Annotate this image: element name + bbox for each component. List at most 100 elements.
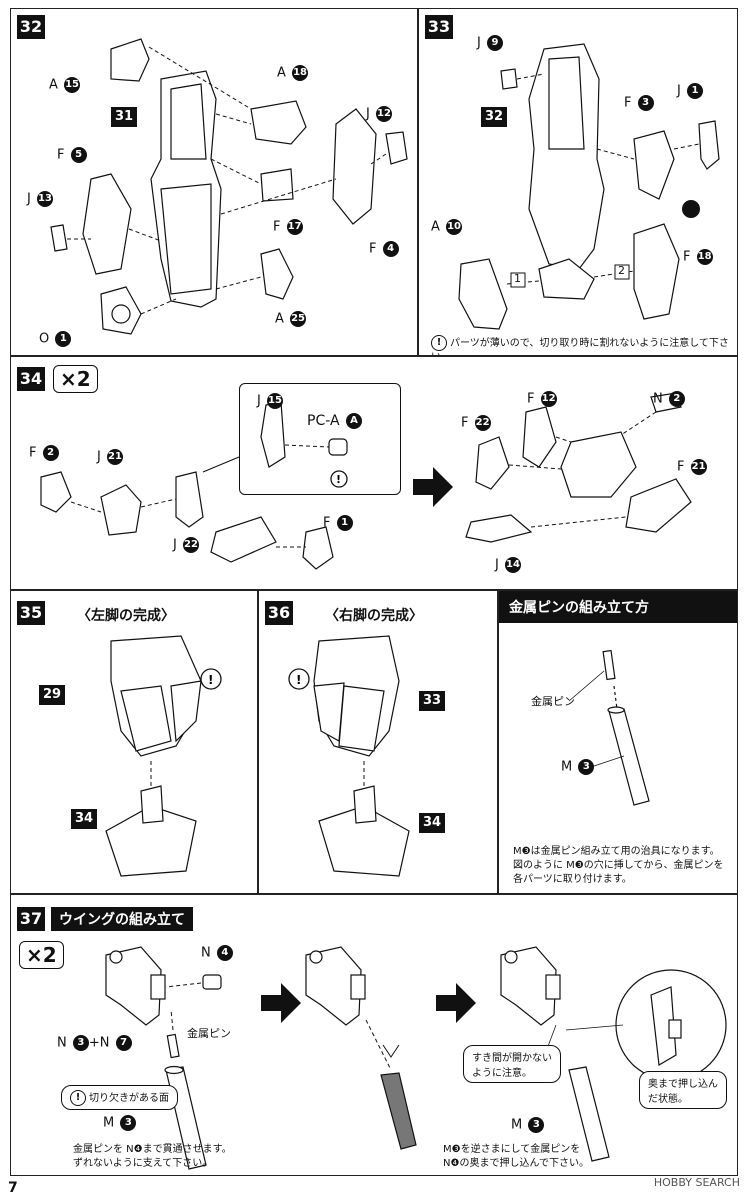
caution-icon: ! xyxy=(70,1090,86,1106)
part-letter: A xyxy=(277,65,286,81)
label-j1: J 1 xyxy=(677,83,703,99)
order-2: 2 xyxy=(618,264,625,277)
part-letter: J xyxy=(366,106,370,122)
part-letter: J xyxy=(173,537,177,553)
step-36-diagram: ! xyxy=(288,635,410,877)
label-m3: M 3 xyxy=(103,1115,137,1131)
part-letter: F xyxy=(57,147,65,163)
part-letter: F xyxy=(369,241,377,257)
note-line: M❸は金属ピン組み立て用の治具になります。 xyxy=(513,846,720,857)
part-letter: +N xyxy=(88,1035,110,1051)
label-a15: A 15 xyxy=(49,77,81,93)
label-f3: F 3 xyxy=(624,95,654,111)
part-number: 21 xyxy=(106,449,123,465)
label-m3-right: M 3 xyxy=(511,1117,545,1133)
part-letter: J xyxy=(677,83,681,99)
part-number: 18 xyxy=(292,65,309,81)
part-letter: F xyxy=(624,95,632,111)
part-number: 13 xyxy=(36,191,53,207)
step-37-panel: 37 ウイングの組み立て ×2 xyxy=(10,894,738,1176)
part-number: 3 xyxy=(578,759,595,775)
part-number: 3 xyxy=(528,1117,545,1133)
label-f21: F 21 xyxy=(677,459,707,475)
cut-note-text: 切り欠きがある面 xyxy=(89,1093,169,1104)
note-line: 各パーツに取り付けます。 xyxy=(513,874,632,885)
label-a25: A 25 xyxy=(275,311,307,327)
step-title: 〈左脚の完成〉 xyxy=(77,608,175,624)
part-letter: A xyxy=(49,77,58,93)
part-number: 1 xyxy=(55,331,72,347)
step-32-panel: 32 xyxy=(10,8,418,356)
step-number: 32 xyxy=(17,15,45,39)
label-j14: J 14 xyxy=(495,557,521,573)
part-letter: J xyxy=(97,449,101,465)
part-letter: A xyxy=(431,219,440,235)
label-a10: A 10 xyxy=(431,219,463,235)
label-a18: A 18 xyxy=(277,65,309,81)
part-number: 15 xyxy=(266,393,283,409)
note-line: ずれないように支えて下さい。 xyxy=(73,1158,213,1169)
part-number: 10 xyxy=(446,219,463,235)
m-label: M 3 xyxy=(561,759,595,775)
label-f12: F 12 xyxy=(527,391,557,407)
order-1: 1 xyxy=(514,272,521,285)
part-number: 21 xyxy=(690,459,707,475)
step-35-panel: 35 〈左脚の完成〉 ! 29 34 xyxy=(10,590,258,894)
step-number: 37 xyxy=(17,907,45,931)
part-letter: PC-A xyxy=(307,413,340,429)
part-letter: M xyxy=(103,1115,115,1131)
part-number: 2 xyxy=(668,391,685,407)
pin-label: 金属ピン xyxy=(187,1027,231,1040)
part-letter: J xyxy=(495,557,499,573)
multiplier: ×2 xyxy=(19,941,64,969)
part-letter: J xyxy=(257,393,261,409)
note-line: 図のように M❸の穴に挿してから、金属ピンを xyxy=(513,860,724,871)
label-f22: F 22 xyxy=(461,415,491,431)
note-line: 金属ピンを N❹まで貫通させます。 xyxy=(73,1144,232,1155)
multiplier: ×2 xyxy=(53,365,98,393)
note-line: M❸を逆さまにして金属ピンを xyxy=(443,1144,581,1155)
svg-text:!: ! xyxy=(296,673,301,687)
step-33-diagram xyxy=(458,43,720,330)
step-number: 35 xyxy=(17,601,45,625)
part-number: 15 xyxy=(64,77,81,93)
step-33-panel: 33 1 2 32 J 9 F xyxy=(418,8,738,363)
label-j15: J 15 xyxy=(257,393,283,409)
metal-pin-diagram xyxy=(568,649,650,806)
part-number: 9 xyxy=(486,35,503,51)
note-line: だ状態。 xyxy=(648,1094,688,1105)
part-number: 7 xyxy=(115,1035,132,1051)
caution-icon: ! xyxy=(431,335,447,351)
label-f5: F 5 xyxy=(57,147,87,163)
label-j22: J 22 xyxy=(173,537,199,553)
detail-callout xyxy=(239,383,401,495)
label-j13: J 13 xyxy=(27,191,53,207)
part-number: 12 xyxy=(540,391,557,407)
metal-pin-panel: 金属ピンの組み立て方 金属ピン M 3 M❸は金属ピン組み立て用の治具になります… xyxy=(498,590,738,894)
step-32-diagram xyxy=(50,38,408,335)
part-number: 12 xyxy=(375,106,392,122)
part-letter: A xyxy=(275,311,284,327)
note-line: 奥まで押し込ん xyxy=(648,1079,718,1090)
label-j12: J 12 xyxy=(366,106,392,122)
part-letter: F xyxy=(273,219,281,235)
part-letter: F xyxy=(29,445,37,461)
note-line: すき間が開かない xyxy=(472,1053,552,1064)
step-34-diagram: ! xyxy=(40,392,692,570)
part-letter: F xyxy=(461,415,469,431)
step-36-panel: 36 〈右脚の完成〉 ! 33 34 xyxy=(258,590,498,894)
note-line: ように注意。 xyxy=(472,1068,532,1079)
svg-text:!: ! xyxy=(208,673,213,687)
label-j21: J 21 xyxy=(97,449,123,465)
note-line: N❹の奥まで押し込んで下さい。 xyxy=(443,1158,589,1169)
right-note: M❸を逆さまにして金属ピンを N❹の奥まで押し込んで下さい。 xyxy=(443,1143,589,1171)
part-number: 18 xyxy=(696,249,713,265)
part-letter: J xyxy=(477,35,481,51)
part-number: 1 xyxy=(686,83,703,99)
part-letter: O xyxy=(39,331,50,347)
part-number: 17 xyxy=(286,219,303,235)
label-n3-n7: N 3+N 7 xyxy=(57,1035,132,1051)
ref-top: 33 xyxy=(419,691,446,711)
next-arrow-icon xyxy=(413,467,453,507)
step-number: 33 xyxy=(425,15,453,39)
